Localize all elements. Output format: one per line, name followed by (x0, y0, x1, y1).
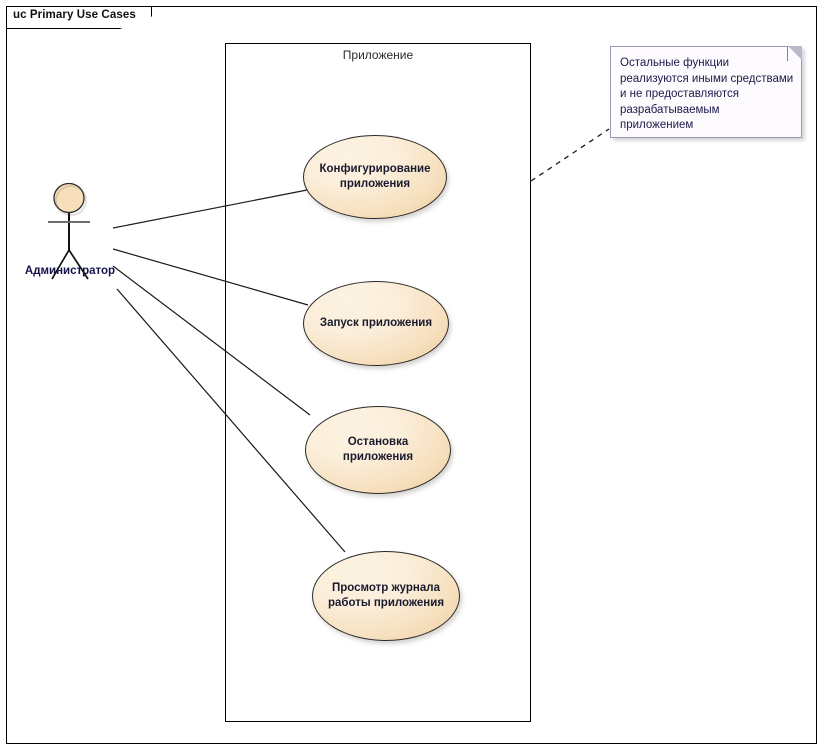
system-boundary-label: Приложение (342, 48, 414, 62)
use-case-stop[interactable]: Остановка приложения (305, 406, 451, 494)
stick-figure-actor-icon (48, 182, 90, 280)
use-case-label: Конфигурирование приложения (319, 163, 431, 190)
use-case-label: Просмотр журнала работы приложения (327, 582, 445, 609)
note-box[interactable]: Остальные функции реализуются иными сред… (610, 46, 802, 138)
use-case-label: Остановка приложения (342, 436, 414, 463)
association-line-view-log (116, 288, 346, 553)
association-line-stop (112, 265, 311, 416)
note-text: Остальные функции реализуются иными сред… (620, 57, 794, 131)
use-case-label: Запуск приложения (319, 317, 433, 329)
diagram-title-label: uc Primary Use Cases (13, 9, 136, 21)
association-line-configure (112, 189, 308, 229)
use-case-start[interactable]: Запуск приложения (303, 281, 449, 366)
note-fold-edge (787, 46, 802, 61)
use-case-view-log[interactable]: Просмотр журнала работы приложения (312, 551, 460, 641)
actor-label: Администратор (24, 265, 116, 277)
use-case-configure[interactable]: Конфигурирование приложения (303, 135, 447, 219)
association-line-start (112, 248, 309, 306)
diagram-frame (6, 6, 817, 744)
note-fold-corner-icon (788, 46, 802, 60)
system-boundary (225, 43, 531, 722)
note-anchor-dashed-line (530, 128, 610, 182)
